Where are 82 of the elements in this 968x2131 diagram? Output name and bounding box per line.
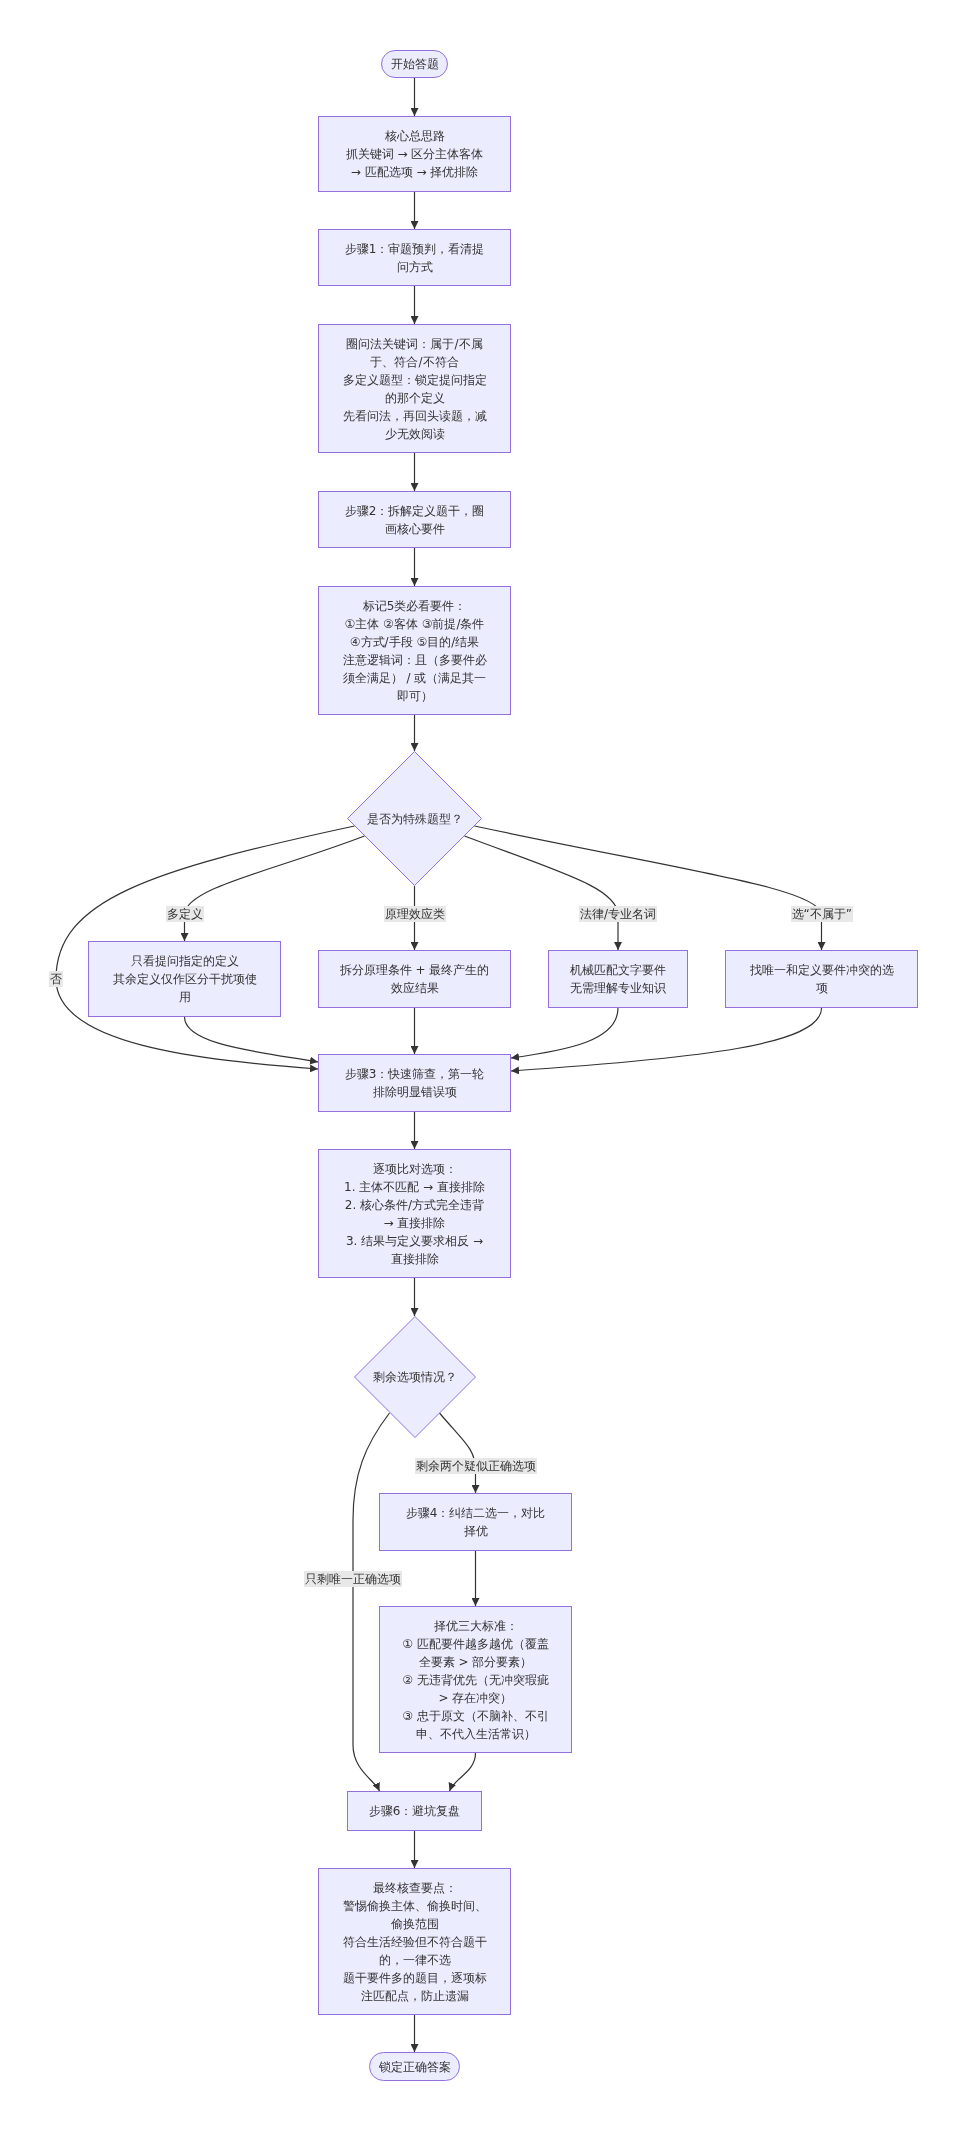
arrow	[410, 285, 419, 325]
arrow	[410, 1277, 419, 1317]
node-text: ③ 忠于原文（不脑补、不引申、不代入生活常识）	[401, 1707, 550, 1743]
node-text: 拆分原理条件 + 最终产生的效应结果	[339, 962, 490, 997]
question-text: 剩余选项情况？	[372, 1369, 457, 1386]
decision-diamond	[353, 1316, 476, 1438]
process-box	[548, 950, 688, 1008]
node-text: 圈问法关键词：属于/不属于、符合/不符合	[345, 335, 484, 371]
edge-label: 原理效应类	[383, 905, 446, 922]
process-box	[347, 1791, 482, 1831]
node-text: 标记5类必看要件：	[362, 597, 467, 615]
terminal-text: 开始答题	[390, 56, 439, 73]
process-box	[318, 324, 511, 453]
node-text: 最终核查要点：	[372, 1879, 457, 1897]
edge-label: 否	[49, 971, 63, 987]
process-box	[379, 1606, 572, 1753]
arrow	[410, 1007, 419, 1055]
edge-label: 剩余两个疑似正确选项	[415, 1458, 537, 1474]
process-box	[318, 1149, 511, 1278]
question-text: 是否为特殊题型？	[366, 810, 463, 828]
node-text: 核心总思路	[384, 128, 445, 145]
edge-label: 只剩唯一正确选项	[304, 1571, 402, 1587]
node-text: 注意逻辑词：且（多要件必须全满足） / 或（满足其一即可）	[341, 651, 488, 705]
edge-label: 选“不属于”	[790, 905, 853, 922]
node-text: 其余定义仅作区分干扰项使用	[111, 971, 258, 1006]
node-text: 步骤1：审题预判，看清提问方式	[343, 240, 486, 276]
arrow	[410, 77, 419, 117]
arrow	[471, 1550, 480, 1607]
process-box	[318, 950, 511, 1008]
node-text: ② 无违背优先（无冲突瑕疵 > 存在冲突）	[401, 1671, 550, 1707]
rounded-terminal	[369, 2052, 460, 2081]
arrow	[410, 1830, 419, 1869]
process-box	[318, 1868, 511, 2015]
process-box	[318, 491, 511, 548]
node-text: 择优三大标准：	[433, 1617, 518, 1635]
node-text: 多定义题型：锁定提问指定的那个定义	[341, 371, 488, 407]
node-text: 机械匹配文字要件	[570, 962, 666, 979]
arrow	[410, 547, 419, 587]
node-text: 先看问法，再回头读题，减少无效阅读	[341, 407, 488, 443]
process-box	[725, 950, 918, 1008]
edge-label: 多定义	[165, 905, 204, 922]
process-box	[379, 1493, 572, 1551]
arrow	[448, 1752, 477, 1792]
arrow	[410, 191, 419, 230]
arrow	[410, 1111, 419, 1150]
node-text: 逐项比对选项：	[372, 1160, 457, 1178]
process-box	[88, 941, 281, 1017]
node-text: ①主体 ②客体 ③前提/条件 ④方式/手段 ⑤目的/结果	[343, 615, 486, 651]
rounded-terminal	[381, 50, 448, 78]
node-text: 抓关键词 → 区分主体客体 → 匹配选项 → 择优排除	[344, 146, 485, 181]
arrow	[55, 825, 356, 1073]
arrow	[410, 452, 419, 492]
arrow	[473, 825, 826, 951]
node-text: 2. 核心条件/方式完全违背 → 直接排除	[343, 1196, 486, 1232]
process-box	[318, 116, 511, 192]
node-text: 步骤2：拆解定义题干，圈画核心要件	[343, 502, 486, 538]
node-text: 步骤6：避坑复盘	[368, 1803, 461, 1820]
decision-diamond	[347, 751, 482, 886]
arrow	[352, 1412, 391, 1792]
node-text: 步骤3：快速筛查，第一轮排除明显错误项	[343, 1066, 486, 1101]
process-box	[318, 586, 511, 715]
process-box	[318, 229, 511, 286]
node-text: 无需理解专业知识	[570, 980, 666, 997]
node-text: 警惕偷换主体、偷换时间、偷换范围	[341, 1897, 488, 1933]
terminal-text: 锁定正确答案	[378, 2058, 451, 2076]
node-text: ① 匹配要件越多越优（覆盖全要素 > 部分要素）	[401, 1635, 550, 1671]
arrow	[510, 1007, 619, 1061]
node-text: 只看提问指定的定义	[130, 953, 239, 970]
edge-label: 法律/专业名词	[579, 905, 658, 922]
node-text: 步骤4：纠结二选一，对比择优	[404, 1505, 547, 1540]
arrow	[410, 714, 419, 752]
arrow	[510, 1007, 823, 1075]
node-text: 1. 主体不匹配 → 直接排除	[344, 1178, 485, 1196]
node-text: 符合生活经验但不符合题干的，一律不选	[341, 1933, 488, 1969]
process-box	[318, 1054, 511, 1112]
arrow	[410, 2014, 419, 2053]
arrow	[180, 835, 366, 942]
node-text: 3. 结果与定义要求相反 → 直接排除	[344, 1232, 485, 1268]
node-text: 题干要件多的题目，逐项标注匹配点，防止遗漏	[341, 1969, 488, 2005]
arrow	[463, 835, 622, 951]
arrow	[183, 1016, 319, 1065]
node-text: 找唯一和定义要件冲突的选项	[748, 962, 895, 997]
